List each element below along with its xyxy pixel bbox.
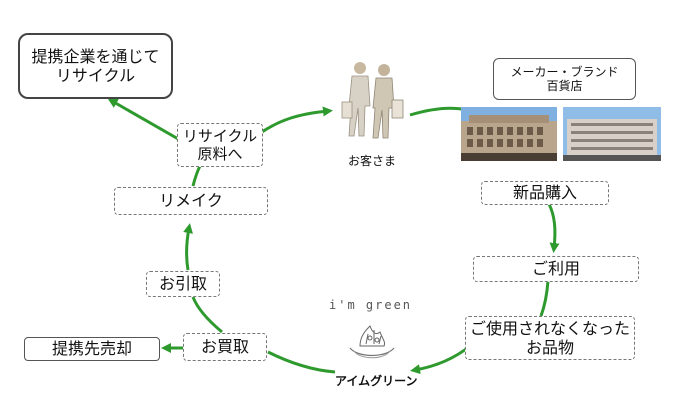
recycle-material-label: リサイクル 原料へ <box>182 127 258 163</box>
arrow-buyback-to-pickup <box>191 296 223 334</box>
partner-recycle-box: 提携企業を通じて リサイクル <box>18 33 173 99</box>
partner-recycle-label: 提携企業を通じて リサイクル <box>31 46 160 85</box>
pickup-box: お引取 <box>146 271 220 297</box>
no-longer-used-box: ご使用されなくなった お品物 <box>465 316 635 360</box>
shoppers-illustration-icon <box>332 58 410 140</box>
pickup-label: お引取 <box>158 274 207 294</box>
arrow-remake-to-material <box>191 165 202 187</box>
arrow-to-customer <box>261 106 333 134</box>
recycle-hands-logo-icon <box>346 318 398 364</box>
maker-brand-label: メーカー・ブランド 百貨店 <box>510 64 619 93</box>
arrow-imgreen-to-buyback <box>267 350 336 374</box>
sell-partner-box: 提携先売却 <box>24 337 160 361</box>
brand-logo-text: i'm green <box>329 298 413 312</box>
arrow-to-partner <box>107 98 181 142</box>
arrow-to-imgreen <box>410 344 471 375</box>
recycle-material-box: リサイクル 原料へ <box>177 123 263 167</box>
no-longer-used-label: ご使用されなくなった お品物 <box>469 318 630 357</box>
buyback-label: お買取 <box>200 337 249 357</box>
arrow-use-to-item <box>539 280 550 317</box>
new-purchase-box: 新品購入 <box>481 181 609 205</box>
arrow-customer-to-store <box>409 106 463 117</box>
remake-box: リメイク <box>114 187 268 215</box>
new-purchase-label: 新品購入 <box>512 183 577 203</box>
maker-brand-box: メーカー・ブランド 百貨店 <box>493 58 636 100</box>
arrow-purchase-to-use <box>547 203 560 253</box>
remake-label: リメイク <box>159 191 223 211</box>
brand-name-label: アイムグリーン <box>335 374 418 388</box>
use-box: ご利用 <box>473 256 639 282</box>
use-label: ご利用 <box>531 259 580 279</box>
customer-label: お客さま <box>348 154 397 168</box>
department-store-photo-icon <box>461 107 557 161</box>
sell-partner-label: 提携先売却 <box>51 339 132 359</box>
store-building-photo-icon <box>563 107 661 161</box>
buyback-box: お買取 <box>183 333 267 361</box>
arrow-pickup-to-remake <box>183 223 193 271</box>
